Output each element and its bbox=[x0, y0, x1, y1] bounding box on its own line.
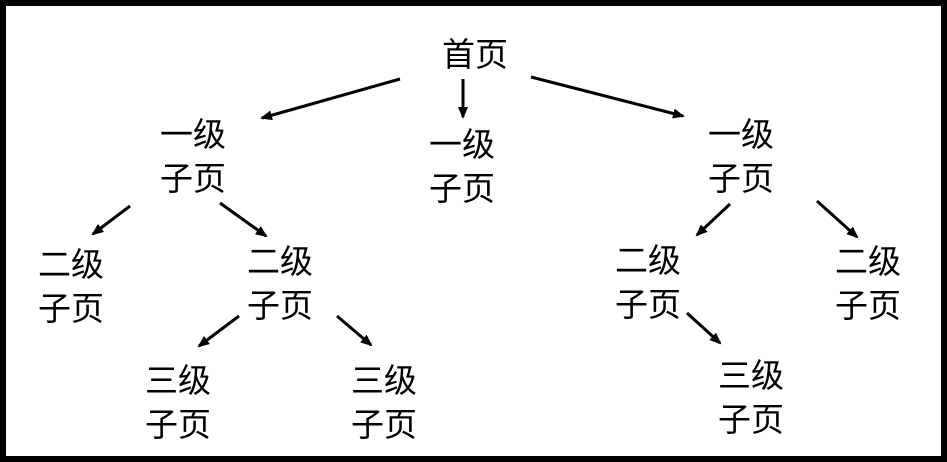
edge-arrow-l1_right-to-l2_rr bbox=[815, 199, 859, 239]
node-level3-c: 三级 子页 bbox=[718, 354, 784, 442]
edge-arrow-l2_rl-to-l3_c bbox=[685, 311, 722, 345]
node-level3-a-line2: 子页 bbox=[145, 405, 211, 444]
node-root-line1: 首页 bbox=[442, 35, 508, 74]
node-level2-right-right-line2: 子页 bbox=[835, 286, 901, 325]
node-level1-right-line1: 一级 bbox=[708, 115, 774, 154]
node-level1-right-line2: 子页 bbox=[708, 159, 774, 198]
node-level1-right: 一级 子页 bbox=[708, 113, 774, 201]
node-level2-left-right-line1: 二级 bbox=[247, 242, 313, 281]
node-level1-left-line1: 一级 bbox=[160, 115, 226, 154]
edge-arrow-l1_left-to-l2_lr bbox=[219, 201, 268, 238]
node-level3-b-line1: 三级 bbox=[351, 361, 417, 400]
node-level2-left-left-line2: 子页 bbox=[38, 289, 104, 328]
node-level1-left: 一级 子页 bbox=[160, 113, 226, 201]
edge-arrow-root-to-l1_left bbox=[260, 77, 401, 121]
edge-arrow-l1_left-to-l2_ll bbox=[91, 204, 131, 236]
node-level3-a: 三级 子页 bbox=[145, 359, 211, 447]
node-level3-b-line2: 子页 bbox=[351, 405, 417, 444]
node-level1-mid-line1: 一级 bbox=[429, 125, 495, 164]
node-level2-right-right: 二级 子页 bbox=[835, 240, 901, 328]
node-level3-c-line2: 子页 bbox=[718, 400, 784, 439]
node-level3-b: 三级 子页 bbox=[351, 359, 417, 447]
edge-arrow-l2_lr-to-l3_a bbox=[197, 314, 240, 348]
node-level2-right-left: 二级 子页 bbox=[615, 239, 681, 327]
node-level1-left-line2: 子页 bbox=[160, 159, 226, 198]
node-root-homepage: 首页 bbox=[442, 33, 508, 77]
node-level3-a-line1: 三级 bbox=[145, 361, 211, 400]
edge-arrow-l1_right-to-l2_rl bbox=[695, 202, 732, 237]
edge-arrow-root-to-l1_right bbox=[530, 75, 685, 119]
edge-arrow-l2_lr-to-l3_b bbox=[336, 314, 373, 347]
node-level2-right-left-line1: 二级 bbox=[615, 241, 681, 280]
node-level3-c-line1: 三级 bbox=[718, 356, 784, 395]
node-level2-left-right: 二级 子页 bbox=[247, 240, 313, 328]
node-level2-right-left-line2: 子页 bbox=[615, 285, 681, 324]
node-level2-right-right-line1: 二级 bbox=[835, 242, 901, 281]
node-level2-left-left-line1: 二级 bbox=[38, 245, 104, 284]
node-level2-left-left: 二级 子页 bbox=[38, 243, 104, 331]
node-level1-mid: 一级 子页 bbox=[429, 123, 495, 211]
node-level1-mid-line2: 子页 bbox=[429, 169, 495, 208]
node-level2-left-right-line2: 子页 bbox=[247, 286, 313, 325]
